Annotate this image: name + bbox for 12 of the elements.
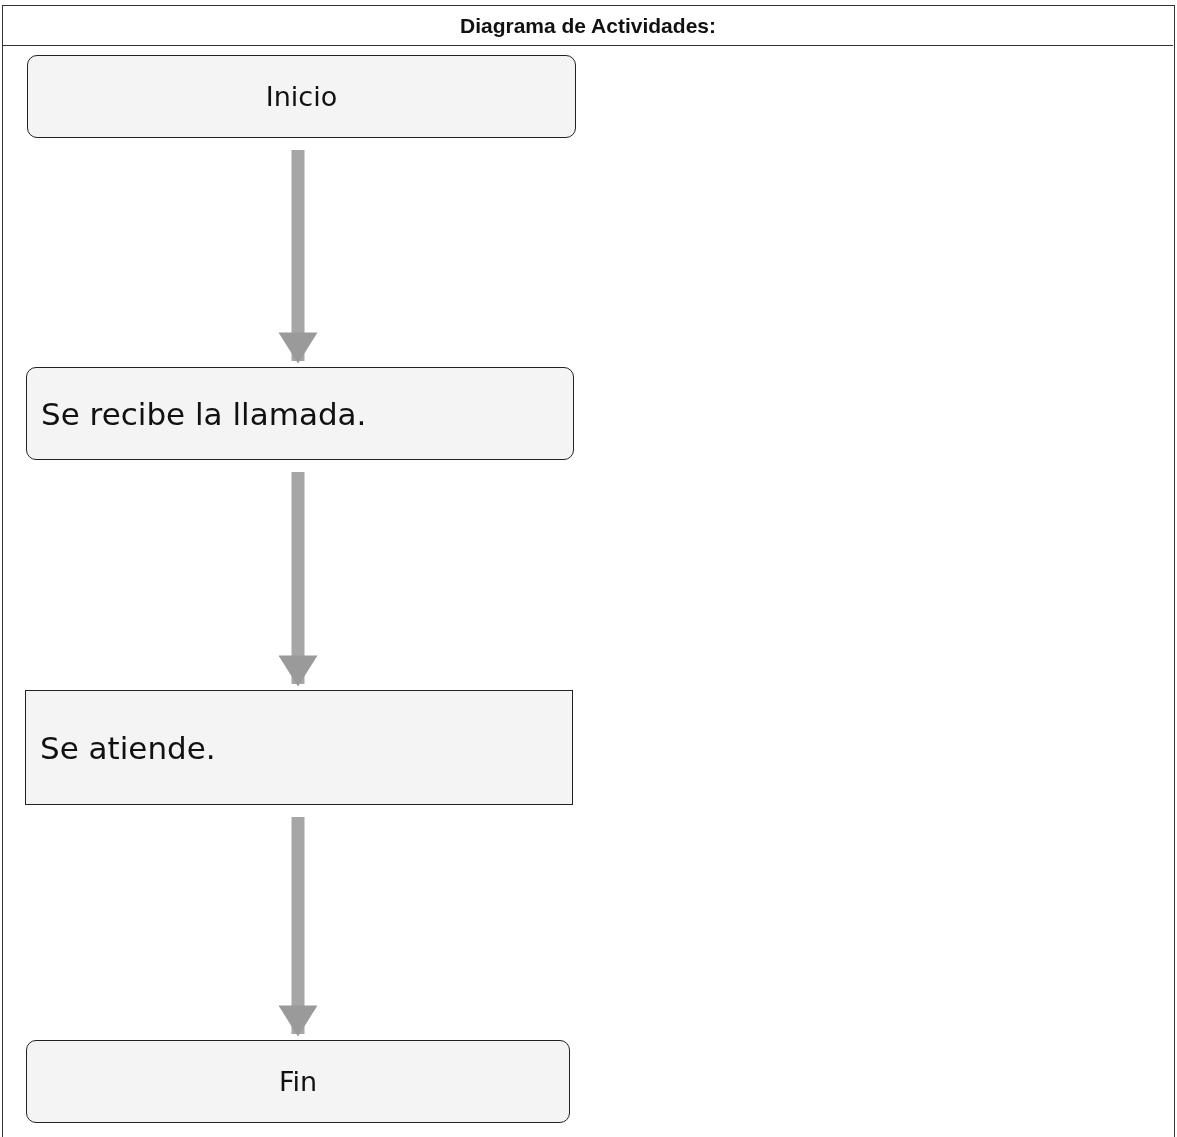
activity-box	[26, 367, 574, 460]
activity-label: Se atiende.	[40, 729, 216, 766]
flow-arrow	[278, 472, 318, 687]
activity-label: Inicio	[265, 81, 338, 112]
activity-label: Fin	[278, 1066, 318, 1097]
diagram-title: Diagrama de Actividades:	[459, 14, 717, 38]
flow-arrow	[278, 150, 318, 364]
activity-box	[27, 55, 576, 138]
flow-arrow	[278, 817, 318, 1037]
process-box	[25, 690, 573, 805]
activity-box	[26, 1040, 570, 1123]
activity-label: Se recibe la llamada.	[41, 395, 367, 432]
